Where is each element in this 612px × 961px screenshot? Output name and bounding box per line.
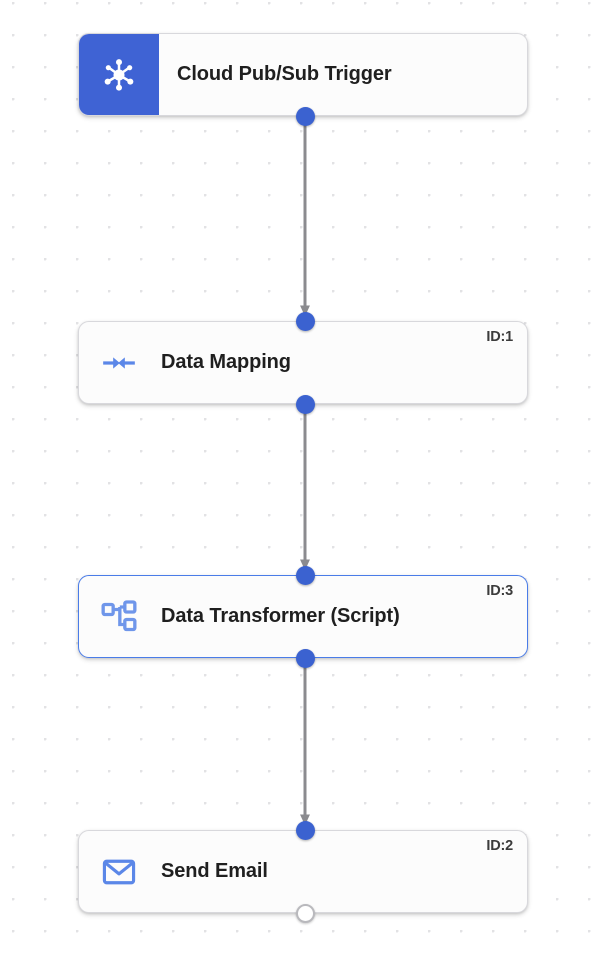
node-title: Cloud Pub/Sub Trigger <box>177 63 392 85</box>
port-in-data-transformer-script[interactable] <box>295 565 315 585</box>
node-title: Data Mapping <box>161 351 291 373</box>
node-title: Data Transformer (Script) <box>161 605 400 627</box>
merge-arrows-icon <box>79 322 159 403</box>
node-data-transformer-script[interactable]: Data Transformer (Script) ID:3 <box>78 575 528 658</box>
port-out-data-mapping[interactable] <box>295 394 315 414</box>
schema-tree-icon <box>79 576 159 657</box>
port-out-data-transformer-script[interactable] <box>295 648 315 668</box>
node-send-email[interactable]: Send Email ID:2 <box>78 830 528 913</box>
pubsub-hub-icon <box>79 34 159 115</box>
port-in-data-mapping[interactable] <box>295 311 315 331</box>
node-data-mapping[interactable]: Data Mapping ID:1 <box>78 321 528 404</box>
port-in-send-email[interactable] <box>295 820 315 840</box>
node-id-label: ID:3 <box>486 583 513 599</box>
node-cloud-pubsub-trigger[interactable]: Cloud Pub/Sub Trigger <box>78 33 528 116</box>
node-id-label: ID:1 <box>486 329 513 345</box>
envelope-icon <box>79 831 159 912</box>
port-out-send-email[interactable] <box>295 903 315 923</box>
port-out-cloud-pubsub-trigger[interactable] <box>295 106 315 126</box>
node-id-label: ID:2 <box>486 838 513 854</box>
node-title: Send Email <box>161 860 268 882</box>
